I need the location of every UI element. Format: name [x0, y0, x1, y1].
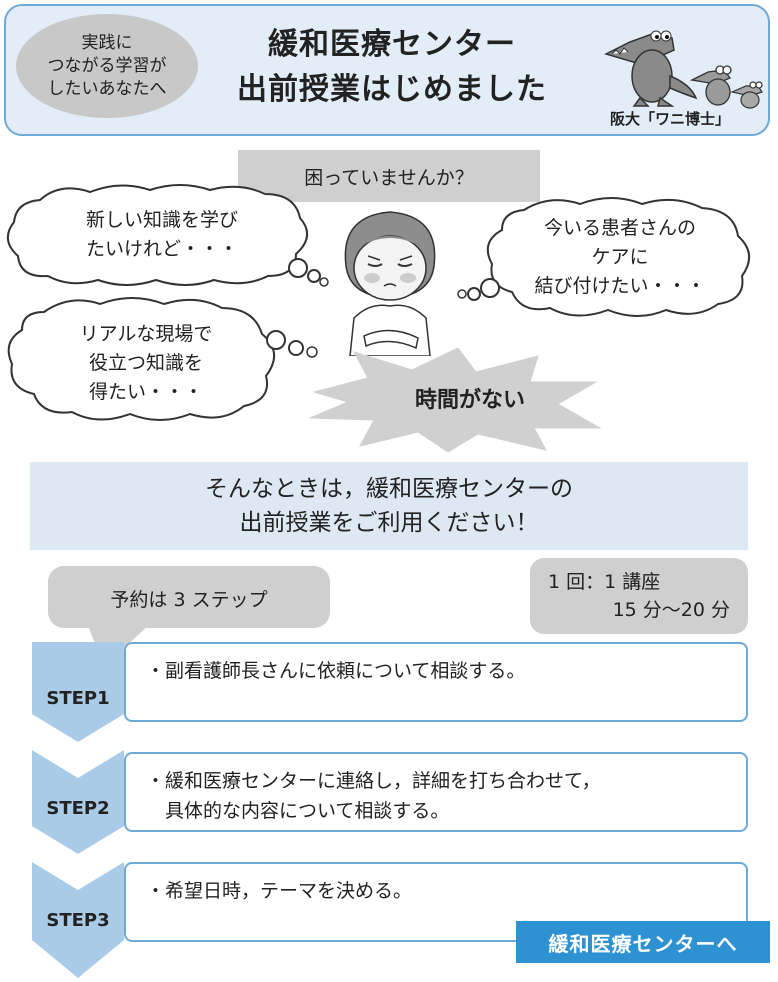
mascot-caption: 阪大「ワニ博士」	[609, 110, 730, 128]
step1-text: ・副看護師長さんに依頼について相談する。	[146, 660, 526, 682]
burst-text: 時間がない	[414, 388, 525, 413]
step1-label: STEP1	[46, 688, 110, 709]
step3-text: ・希望日時，テーマを決める。	[146, 880, 413, 902]
thought-bubble-1-icon	[7, 184, 329, 287]
step2-text-line2: 具体的な内容について相談する。	[146, 800, 450, 822]
reserve-steps-label: 予約は 3 ステップ	[110, 588, 268, 611]
usage-banner: そんなときは，緩和医療センターの 出前授業をご利用ください！	[30, 462, 748, 550]
step-chevrons-icon	[32, 642, 124, 978]
step3-label: STEP3	[46, 910, 110, 931]
worried-person-icon	[344, 211, 436, 356]
step2-label: STEP2	[46, 798, 110, 819]
thought-bubble-2-text: 今いる患者さんの ケアに 結び付けたい・・・	[534, 217, 706, 297]
header-oval-text: 実践に つながる学習が したいあなたへ	[47, 32, 167, 99]
page-title: 緩和医療センター 出前授業はじめました	[237, 27, 547, 107]
thought-bubble-1-text: 新しい知識を学び たいけれど・・・	[85, 209, 238, 260]
thought-bubble-3-icon	[7, 297, 318, 421]
step1-box: ・副看護師長さんに依頼について相談する。	[124, 642, 748, 722]
thought-bubble-3-text: リアルな現場で 役立つ知識を 得たい・・・	[79, 323, 213, 403]
step2-text-line1: ・緩和医療センターに連絡し，詳細を打ち合わせて，	[146, 770, 601, 792]
crocodile-mascot-icon	[603, 30, 763, 109]
header-oval: 実践に つながる学習が したいあなたへ	[16, 14, 198, 118]
thought-bubble-2-icon	[457, 197, 750, 317]
lecture-duration: 1 回：1 講座 15 分〜20 分	[530, 558, 748, 634]
contact-center-button[interactable]: 緩和医療センターへ	[516, 921, 770, 963]
step2-box: ・緩和医療センターに連絡し，詳細を打ち合わせて， 具体的な内容について相談する。	[124, 752, 748, 832]
burst-shape-icon	[309, 348, 602, 452]
trouble-heading: 困っていませんか？	[238, 150, 540, 202]
